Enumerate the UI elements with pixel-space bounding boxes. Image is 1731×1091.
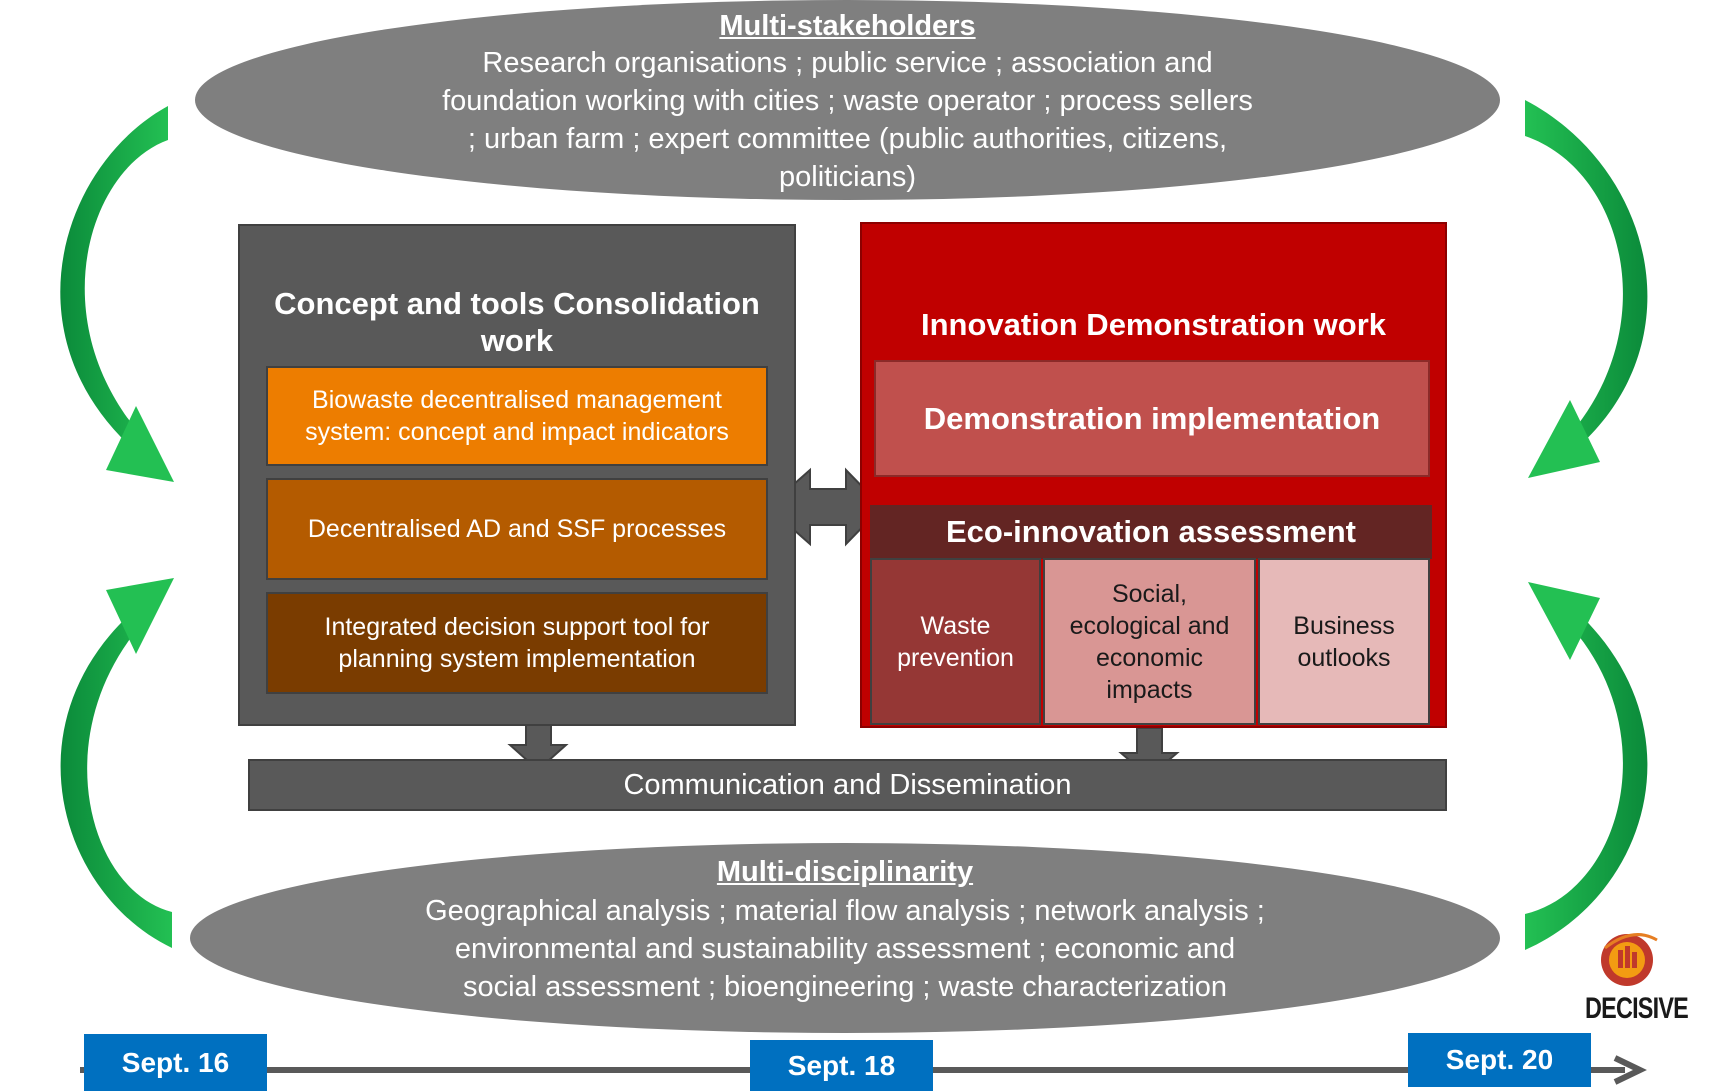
date-sept-20: Sept. 20 [1408, 1033, 1591, 1087]
stakeholders-ellipse: Multi-stakeholders Research organisation… [195, 0, 1500, 200]
curved-arrow-left-top-icon [60, 106, 174, 482]
stakeholders-title: Multi-stakeholders [719, 10, 976, 42]
demonstration-implementation-box: Demonstration implementation [874, 360, 1430, 477]
stakeholders-line: ; urban farm ; expert committee (public … [467, 123, 1228, 155]
consolidation-item-processes: Decentralised AD and SSF processes [266, 478, 768, 580]
stakeholders-line: Research organisations ; public service … [482, 47, 1213, 79]
assessment-cell-impacts: Social, ecological and economic impacts [1043, 558, 1256, 725]
date-sept-16: Sept. 16 [84, 1034, 267, 1091]
disciplinarity-ellipse: Multi-disciplinarity Geographical analys… [190, 843, 1500, 1033]
assessment-cell-business-outlooks: Business outlooks [1258, 558, 1430, 725]
logo-text: DECISIVE [1585, 992, 1689, 1025]
decisive-logo: DECISIVE [1585, 928, 1731, 1033]
assessment-cell-waste-prevention: Waste prevention [870, 558, 1041, 725]
disciplinarity-title: Multi-disciplinarity [716, 856, 974, 888]
disciplinarity-line: Geographical analysis ; material flow an… [425, 895, 1265, 927]
disciplinarity-line: social assessment ; bioengineering ; was… [462, 971, 1228, 1003]
stakeholders-line: foundation working with cities ; waste o… [442, 85, 1253, 117]
consolidation-title: Concept and tools Consolidation work [274, 286, 760, 358]
date-sept-18: Sept. 18 [750, 1040, 933, 1091]
curved-arrow-right-top-icon [1525, 100, 1648, 478]
demonstration-title: Innovation Demonstration work [920, 306, 1387, 342]
curved-arrow-left-bottom-icon [60, 578, 174, 948]
communication-bar: Communication and Dissemination [248, 759, 1447, 811]
curved-arrow-right-bottom-icon [1525, 582, 1648, 950]
timeline-arrowhead-icon [1613, 1055, 1647, 1085]
consolidation-item-decision-tool: Integrated decision support tool for pla… [266, 592, 768, 694]
consolidation-item-biowaste: Biowaste decentralised management system… [266, 366, 768, 466]
logo-emblem-icon [1601, 933, 1658, 986]
stakeholders-line: politicians) [779, 161, 916, 193]
eco-innovation-assessment-header: Eco-innovation assessment [870, 505, 1432, 559]
disciplinarity-line: environmental and sustainability assessm… [454, 933, 1236, 965]
